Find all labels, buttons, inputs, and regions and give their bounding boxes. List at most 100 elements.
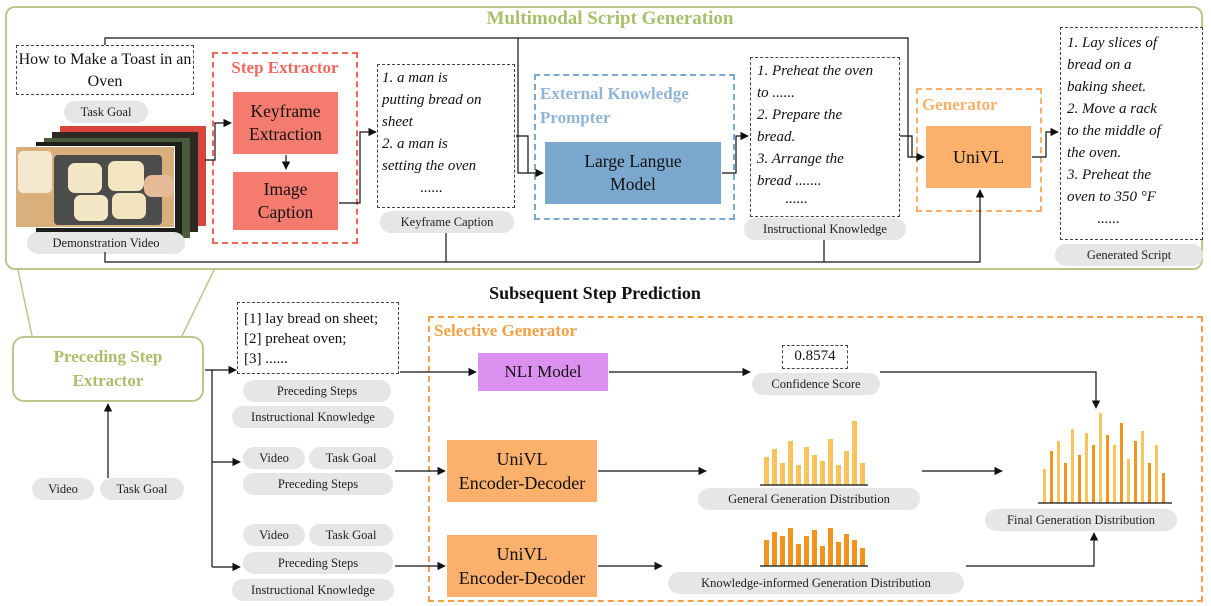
image-caption-box: Image Caption xyxy=(233,172,338,230)
video-pill-row3: Video xyxy=(243,524,305,546)
distribution-bar xyxy=(780,536,785,566)
knowledge-line: bread. xyxy=(757,129,796,145)
keyframe-extraction-box: Keyframe Extraction xyxy=(233,92,338,154)
keyframe-caption-pill: Keyframe Caption xyxy=(380,211,514,233)
image-caption-label: Image Caption xyxy=(257,179,314,222)
distribution-bar xyxy=(1134,441,1137,503)
knowledge-line: bread ....... xyxy=(757,173,822,189)
task-goal-pill-row2: Task Goal xyxy=(309,447,393,469)
preceding-steps-box: [1] lay bread on sheet; [2] preheat oven… xyxy=(237,302,399,374)
preceding-step-extractor-label: Preceding Step Extractor xyxy=(53,347,163,390)
distribution-bar xyxy=(860,548,865,566)
knowledge-line: 2. Prepare the xyxy=(757,107,843,123)
distribution-bar xyxy=(1120,423,1123,503)
ekp-frame xyxy=(534,74,735,220)
script-line: oven to 350 °F xyxy=(1067,189,1156,205)
distribution-bar xyxy=(1092,445,1095,503)
distribution-bar xyxy=(1078,455,1081,503)
instructional-knowledge-pill-row3: Instructional Knowledge xyxy=(232,579,394,601)
script-line: 1. Lay slices of xyxy=(1067,35,1157,51)
preceding-steps-pill: Preceding Steps xyxy=(243,380,391,402)
distribution-bar xyxy=(844,451,849,485)
zoom-line-left xyxy=(17,269,33,337)
distribution-bar xyxy=(1148,463,1151,503)
univl-encoder-decoder-2: UniVL Encoder-Decoder xyxy=(447,535,597,597)
knowledge-line: 1. Preheat the oven xyxy=(757,63,874,79)
distribution-bar xyxy=(852,540,857,566)
distribution-bar xyxy=(1155,445,1158,503)
distribution-bar xyxy=(836,465,841,485)
script-line: bread on a xyxy=(1067,57,1132,73)
generator-title: Generator xyxy=(922,95,998,114)
llm-box: Large Langue Model xyxy=(545,142,721,204)
wire-captionbox-to-llm xyxy=(516,135,529,173)
knowledge-distribution-bars xyxy=(760,528,868,567)
wire-video-to-keyframe xyxy=(205,118,232,161)
script-line: to the middle of xyxy=(1067,123,1161,139)
step-extractor-frame xyxy=(212,52,358,244)
preceding-steps-pill-row2: Preceding Steps xyxy=(243,473,393,495)
distribution-bar xyxy=(1085,433,1088,503)
distribution-bar xyxy=(1141,431,1144,503)
demonstration-video-pill: Demonstration Video xyxy=(27,232,185,254)
wire-top-to-llm xyxy=(517,38,544,178)
wire-taskgoal-top xyxy=(104,37,518,45)
wire-knowledge-to-generator xyxy=(900,135,913,157)
distribution-bar xyxy=(820,546,825,566)
distribution-bar xyxy=(1050,451,1053,503)
caption-line: sheet xyxy=(382,114,413,130)
generator-frame xyxy=(916,88,1042,212)
distribution-bar xyxy=(780,463,785,485)
generated-script-box: 1. Lay slices of bread on a baking sheet… xyxy=(1060,27,1203,240)
task-goal-pill: Task Goal xyxy=(64,101,148,123)
distribution-bar xyxy=(812,530,817,566)
caption-line: putting bread on xyxy=(382,92,482,108)
caption-line: ...... xyxy=(420,180,443,196)
preceding-step-line: [1] lay bread on sheet; xyxy=(244,311,379,327)
nli-model-box: NLI Model xyxy=(478,353,608,391)
distribution-bar xyxy=(796,544,801,566)
task-goal-pill-input: Task Goal xyxy=(100,478,184,500)
distribution-bar xyxy=(860,463,865,485)
distribution-bar xyxy=(1071,429,1074,503)
script-line: the oven. xyxy=(1067,145,1122,161)
distribution-bar xyxy=(764,540,769,566)
distribution-bar xyxy=(1106,435,1109,503)
instructional-knowledge-pill-row1: Instructional Knowledge xyxy=(232,406,394,428)
confidence-score-pill: Confidence Score xyxy=(752,373,880,395)
knowledge-line: to ...... xyxy=(757,85,795,101)
preceding-step-line: [3] ...... xyxy=(244,351,288,367)
distribution-bar xyxy=(836,542,841,566)
univl-generator-box: UniVL xyxy=(926,126,1031,188)
script-line: 2. Move a rack xyxy=(1067,101,1157,117)
distribution-bar xyxy=(1162,473,1165,503)
distribution-bar xyxy=(1113,445,1116,503)
distribution-bar xyxy=(804,536,809,566)
wire-caption-to-box xyxy=(339,127,377,204)
task-goal-box: How to Make a Toast in an Oven xyxy=(16,45,194,95)
distribution-bar xyxy=(852,421,857,485)
script-line: 3. Preheat the xyxy=(1067,167,1152,183)
distribution-bar xyxy=(804,447,809,485)
knowledge-distribution-pill: Knowledge-informed Generation Distributi… xyxy=(668,572,964,594)
preceding-step-line: [2] preheat oven; xyxy=(244,331,347,347)
encdec1-line1: UniVL xyxy=(496,449,548,469)
video-pill-row2: Video xyxy=(243,447,305,469)
keyframe-extraction-label: Keyframe Extraction xyxy=(249,101,322,144)
ssp-title: Subsequent Step Prediction xyxy=(489,283,701,303)
confidence-value-box: 0.8574 xyxy=(782,345,848,369)
wire-confidence-to-final xyxy=(880,371,1101,409)
caption-line: 2. a man is xyxy=(382,136,448,152)
knowledge-line: ...... xyxy=(785,191,808,207)
distribution-bar xyxy=(812,455,817,485)
wire-generator-to-script xyxy=(1032,127,1059,158)
step-extractor-title: Step Extractor xyxy=(231,58,339,77)
zoom-line-right xyxy=(181,269,215,337)
distribution-bar xyxy=(1099,413,1102,503)
distribution-bar xyxy=(844,534,849,566)
distribution-bar xyxy=(788,441,793,485)
univl-encoder-decoder-1: UniVL Encoder-Decoder xyxy=(447,440,597,502)
general-distribution-bars xyxy=(760,421,868,486)
wire-video-bottom xyxy=(104,189,985,263)
